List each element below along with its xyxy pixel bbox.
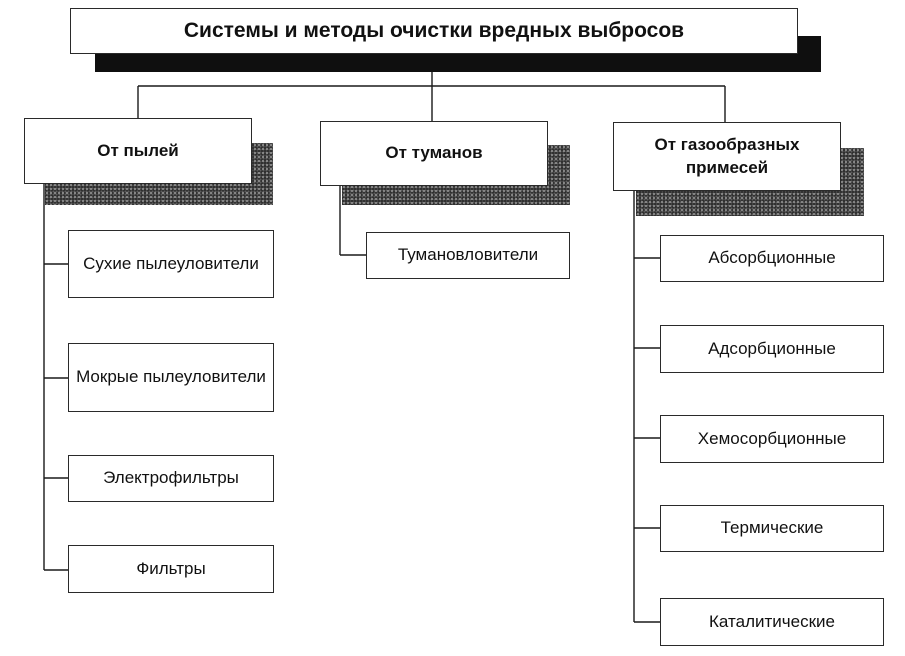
leaf-item: Термические (660, 505, 884, 552)
leaf-item: Электрофильтры (68, 455, 274, 502)
leaf-item: Сухие пылеуловители (68, 230, 274, 298)
leaf-item: Адсорбционные (660, 325, 884, 373)
leaf-item: Мокрые пылеуловители (68, 343, 274, 412)
leaf-item: Абсорбционные (660, 235, 884, 282)
category-mist: От туманов (320, 121, 548, 186)
leaf-item: Хемосорбционные (660, 415, 884, 463)
category-dust: От пылей (24, 118, 252, 184)
leaf-item: Каталитические (660, 598, 884, 646)
category-gas: От газообразных примесей (613, 122, 841, 191)
leaf-item: Тумановловители (366, 232, 570, 279)
diagram-title: Системы и методы очистки вредных выбросо… (70, 8, 798, 54)
leaf-item: Фильтры (68, 545, 274, 593)
